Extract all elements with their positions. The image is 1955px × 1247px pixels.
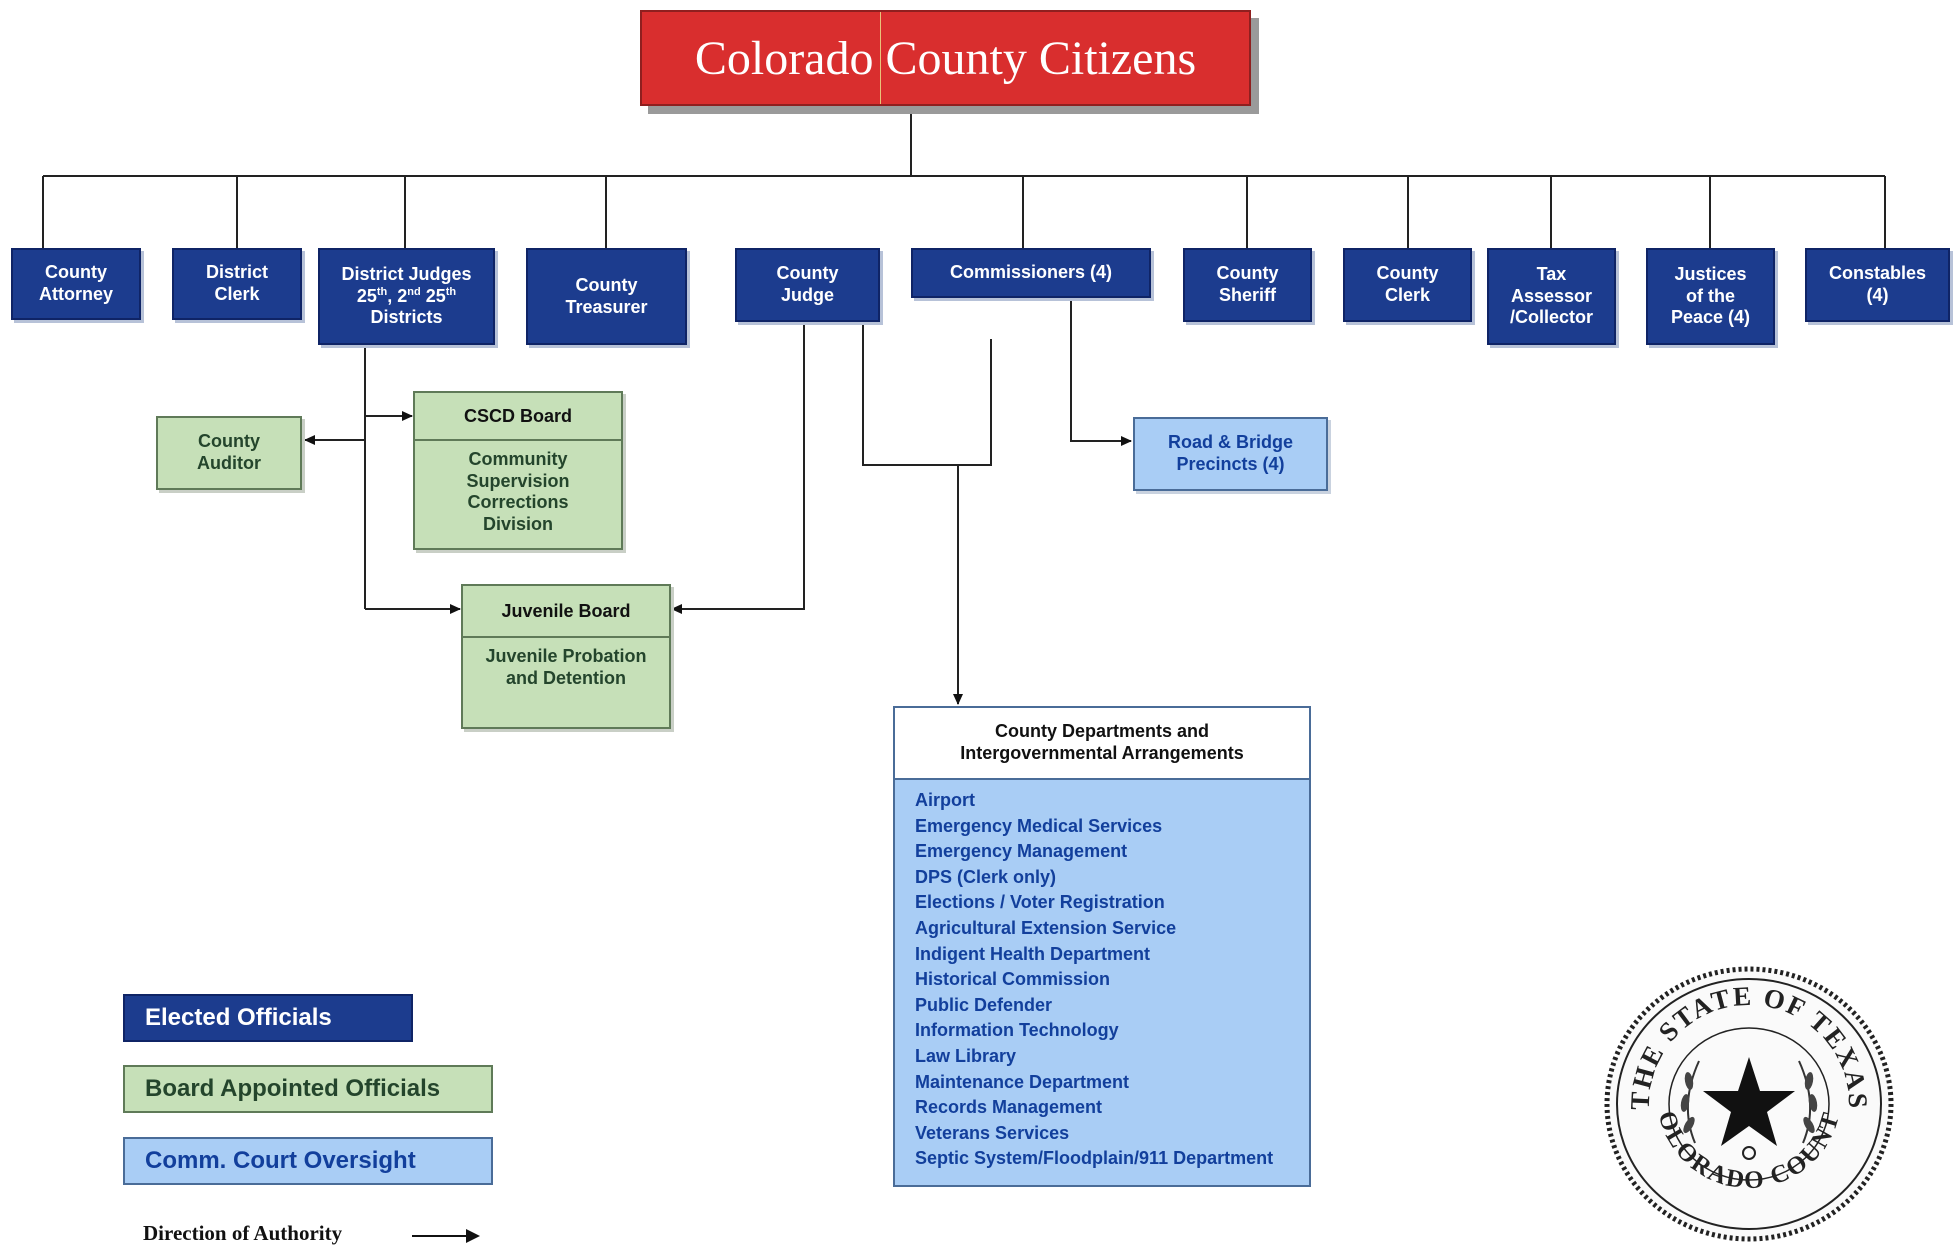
box-district-clerk: District Clerk xyxy=(172,248,302,320)
box-constables: Constables (4) xyxy=(1805,248,1950,322)
list-item: Agricultural Extension Service xyxy=(915,917,1177,938)
list-item: Veterans Services xyxy=(915,1122,1070,1143)
list-item: Emergency Medical Services xyxy=(915,815,1163,836)
box-road-bridge: Road & Bridge Precincts (4) xyxy=(1133,417,1328,491)
box-county-clerk: County Clerk xyxy=(1343,248,1472,322)
box-commissioners: Commissioners (4) xyxy=(911,248,1151,298)
list-item: Law Library xyxy=(915,1045,1017,1066)
box-tax-assessor: Tax Assessor /Collector xyxy=(1487,248,1616,345)
box-justices-of-the-peace: Justices of the Peace (4) xyxy=(1646,248,1775,345)
arrow-to-juvenile-board-right xyxy=(671,322,805,614)
county-seal-icon: THE STATE OF TEXAS COLORADO COUNTY xyxy=(1603,965,1894,1242)
juvenile-board-title: Juvenile Board xyxy=(463,586,669,638)
box-county-sheriff: County Sheriff xyxy=(1183,248,1312,322)
arrow-to-road-bridge xyxy=(1070,298,1132,446)
departments-list: Airport Emergency Medical Services Emerg… xyxy=(895,780,1309,1172)
departments-title: County Departments and Intergovernmental… xyxy=(895,708,1309,780)
title-text: Colorado County Citizens xyxy=(694,31,1197,85)
list-item: Airport xyxy=(915,790,975,810)
box-county-auditor: County Auditor xyxy=(156,416,302,490)
list-item: Records Management xyxy=(915,1097,1103,1118)
list-item: Indigent Health Department xyxy=(915,943,1151,964)
juvenile-board-body: Juvenile Probation and Detention xyxy=(485,646,647,688)
box-juvenile-board: Juvenile Board Juvenile Probation and De… xyxy=(461,584,671,729)
cscd-board-title: CSCD Board xyxy=(415,393,621,441)
box-county-treasurer: County Treasurer xyxy=(526,248,687,345)
box-county-attorney: County Attorney xyxy=(11,248,141,320)
box-cscd-board: CSCD Board Community Supervision Correct… xyxy=(413,391,623,550)
legend-board: Board Appointed Officials xyxy=(123,1065,493,1113)
legend-oversight: Comm. Court Oversight xyxy=(123,1137,493,1185)
list-item: Elections / Voter Registration xyxy=(915,892,1165,913)
box-county-judge: County Judge xyxy=(735,248,880,322)
legend-arrow-icon xyxy=(412,1229,480,1243)
list-item: DPS (Clerk only) xyxy=(915,866,1057,887)
list-item: Septic System/Floodplain/911 Department xyxy=(915,1148,1274,1169)
box-departments: County Departments and Intergovernmental… xyxy=(893,706,1311,1187)
list-item: Information Technology xyxy=(915,1020,1119,1041)
title-seam xyxy=(880,12,881,104)
legend-elected: Elected Officials xyxy=(123,994,413,1042)
list-item: Historical Commission xyxy=(915,969,1111,990)
list-item: Emergency Management xyxy=(915,841,1128,862)
list-item: Maintenance Department xyxy=(915,1071,1130,1092)
star-icon xyxy=(1703,1057,1795,1146)
title-box: Colorado County Citizens xyxy=(640,10,1251,106)
cscd-board-body: Community Supervision Corrections Divisi… xyxy=(466,449,570,534)
legend-direction-label: Direction of Authority xyxy=(143,1221,343,1245)
list-item: Public Defender xyxy=(915,994,1053,1015)
